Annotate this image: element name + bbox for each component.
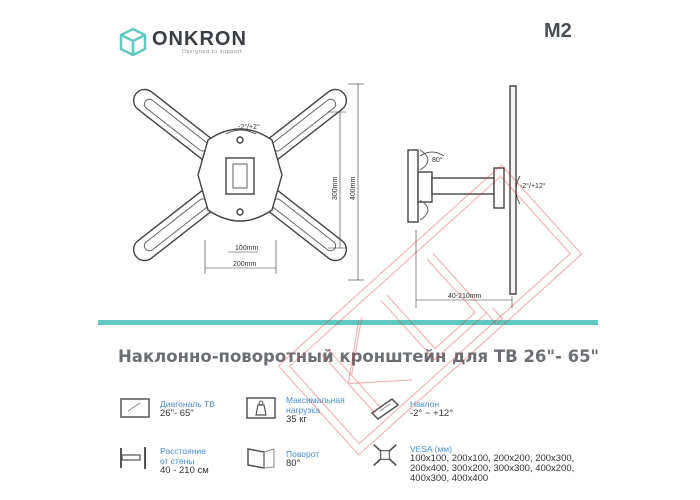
spec-distance-label-2: от стены — [160, 456, 195, 466]
vesa-icon — [373, 443, 397, 467]
wall-distance-icon — [120, 447, 146, 469]
spec-tilt-label: Наклон — [410, 399, 440, 409]
vesa-100-label: 100mm — [235, 245, 259, 252]
swivel-label: 80° — [432, 156, 443, 164]
brand-tagline: Designed to support — [182, 49, 243, 55]
spec-swivel-label: Поворот — [286, 449, 320, 459]
side-tilt-label: -2°/+12° — [520, 182, 546, 190]
product-title: Наклонно-поворотный кронштейн для ТВ 26"… — [118, 347, 600, 366]
spec-load-value: 35 кг — [286, 414, 307, 425]
spec-swivel-value: 80° — [286, 458, 301, 469]
spec-load: Максимальная нагрузка 35 кг — [286, 395, 345, 425]
model-name: M2 — [544, 20, 572, 42]
front-tilt-label: -2°/+2° — [238, 123, 260, 131]
spec-vesa-line-1: 100x100, 200x100, 200x200, 200x300, — [410, 453, 575, 464]
spec-tilt-value: -2° ~ +12° — [410, 408, 453, 419]
spec-load-label-1: Максимальная — [286, 395, 345, 405]
front-view-bracket — [132, 88, 348, 262]
height-400-label: 400mm — [350, 176, 357, 200]
spec-load-label-2: нагрузка — [286, 405, 320, 415]
spec-diagonal-value: 26"- 65" — [160, 408, 194, 419]
spec-vesa-line-3: 400x300, 400x400 — [410, 473, 489, 484]
depth-label: 40-210mm — [448, 293, 482, 300]
spec-diagonal-label: Диагональ ТВ — [160, 399, 215, 409]
mount-diagram: -2°/+2° 100mm 200mm 300mm 400mm 80° -2°/… — [132, 83, 546, 308]
weight-icon — [246, 397, 276, 419]
side-view-bracket — [407, 85, 517, 295]
spec-vesa: VESA (мм) 100x100, 200x100, 200x200, 200… — [410, 444, 574, 484]
spec-diagonal: Диагональ ТВ 26"- 65" — [160, 399, 215, 419]
accent-divider — [98, 320, 598, 325]
spec-distance: Расстояние от стены 40 - 210 см — [160, 446, 209, 476]
spec-distance-value: 40 - 210 см — [160, 465, 209, 476]
spec-tilt: Наклон -2° ~ +12° — [410, 399, 453, 419]
height-300-label: 300mm — [332, 176, 339, 200]
spec-swivel: Поворот 80° — [286, 449, 319, 469]
brand-logo: ONKRON Designed to support — [118, 27, 247, 57]
vesa-200-label: 200mm — [233, 261, 257, 268]
spec-distance-label-1: Расстояние — [160, 446, 206, 456]
tv-screen-icon — [120, 398, 150, 418]
spec-vesa-line-2: 200x400, 300x200, 300x300, 400x200, — [410, 463, 575, 474]
tilt-icon — [370, 398, 400, 420]
spec-vesa-label: VESA (мм) — [410, 444, 452, 454]
swivel-icon — [247, 448, 275, 469]
cube-logo-icon — [119, 27, 147, 57]
brand-name: ONKRON — [152, 28, 247, 50]
